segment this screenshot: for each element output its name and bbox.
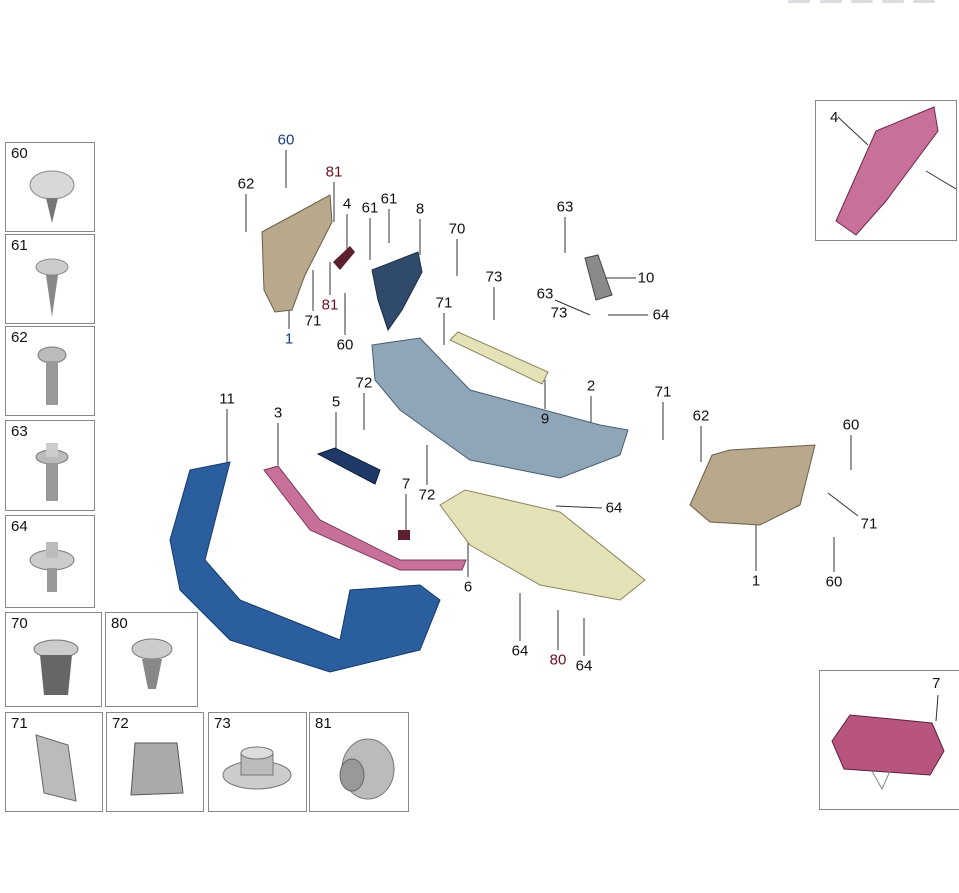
- callout[interactable]: 7: [401, 475, 411, 493]
- part-7[interactable]: [398, 530, 410, 540]
- toolbar-tab[interactable]: [882, 0, 904, 3]
- callout[interactable]: 64: [652, 306, 670, 324]
- callout[interactable]: 62: [692, 407, 710, 425]
- callout[interactable]: 2: [586, 377, 596, 395]
- part-7-detail: [831, 694, 945, 791]
- inset-clip-70[interactable]: 70: [5, 612, 102, 707]
- inset-label: 73: [214, 715, 231, 732]
- callout[interactable]: 64: [575, 657, 593, 675]
- bolt-icon: [29, 542, 75, 592]
- callout[interactable]: 9: [540, 410, 550, 428]
- callout[interactable]: 5: [331, 393, 341, 411]
- inset-bolt-63[interactable]: 63: [5, 420, 95, 511]
- cage-nut-icon: [130, 742, 184, 796]
- callout[interactable]: 63: [536, 285, 554, 303]
- inset-label: 4: [830, 109, 839, 126]
- grommet-icon: [339, 738, 395, 800]
- speed-nut-icon: [35, 734, 77, 802]
- energy-absorber[interactable]: [449, 331, 549, 385]
- inset-nut-72[interactable]: 72: [106, 712, 204, 812]
- callout[interactable]: 11: [219, 390, 235, 408]
- inset-bolt-62[interactable]: 62: [5, 326, 95, 416]
- inset-label: 72: [112, 715, 129, 732]
- screw-icon: [29, 170, 75, 223]
- inset-grommet-81[interactable]: 81: [309, 712, 409, 812]
- callout[interactable]: 71: [654, 383, 672, 401]
- callout[interactable]: 60: [842, 416, 860, 434]
- inset-label: 60: [11, 145, 28, 162]
- bolt-icon: [35, 443, 69, 501]
- callout[interactable]: 81: [321, 296, 339, 314]
- part-5[interactable]: [316, 447, 381, 485]
- clip-icon: [131, 638, 173, 689]
- detail-inset-4[interactable]: 4: [815, 100, 957, 241]
- callout[interactable]: 62: [237, 175, 255, 193]
- inset-nut-71[interactable]: 71: [5, 712, 103, 812]
- inset-screw-60[interactable]: 60: [5, 142, 95, 232]
- bracket-10[interactable]: [584, 254, 613, 301]
- toolbar-tab[interactable]: [820, 0, 842, 3]
- callout[interactable]: 72: [355, 374, 373, 392]
- part-4[interactable]: [333, 246, 355, 270]
- callout[interactable]: 61: [380, 190, 398, 208]
- callout[interactable]: 71: [860, 515, 878, 533]
- inset-label: 71: [11, 715, 28, 732]
- toolbar-tab[interactable]: [913, 0, 935, 3]
- callout[interactable]: 60: [277, 131, 295, 149]
- inset-screw-61[interactable]: 61: [5, 234, 95, 324]
- callout[interactable]: 71: [435, 294, 453, 312]
- callout[interactable]: 60: [336, 336, 354, 354]
- bumper-cover[interactable]: [169, 461, 441, 673]
- callout[interactable]: 64: [605, 499, 623, 517]
- callout[interactable]: 10: [637, 269, 655, 287]
- inset-label: 64: [11, 518, 28, 535]
- callout[interactable]: 61: [361, 199, 379, 217]
- inset-label: 7: [932, 675, 941, 692]
- toolbar-tab[interactable]: [851, 0, 873, 3]
- callout[interactable]: 70: [448, 220, 466, 238]
- callout[interactable]: 3: [273, 404, 283, 422]
- callout[interactable]: 60: [825, 573, 843, 591]
- grille-bracket[interactable]: [371, 251, 423, 332]
- callout[interactable]: 71: [304, 312, 322, 330]
- side-bracket-left[interactable]: [261, 194, 333, 313]
- upper-bumper-cover[interactable]: [371, 337, 629, 479]
- screw-icon: [35, 258, 69, 317]
- part-4-detail: [835, 106, 957, 236]
- callout[interactable]: 80: [549, 651, 567, 669]
- callout[interactable]: 72: [418, 486, 436, 504]
- callout[interactable]: 73: [550, 304, 568, 322]
- inset-label: 80: [111, 615, 128, 632]
- callout[interactable]: 73: [485, 268, 503, 286]
- inset-clip-80[interactable]: 80: [105, 612, 198, 707]
- callout[interactable]: 63: [556, 198, 574, 216]
- inset-nut-73[interactable]: 73: [208, 712, 307, 812]
- callout[interactable]: 6: [463, 578, 473, 596]
- callout[interactable]: 81: [325, 163, 343, 181]
- callout[interactable]: 1: [751, 572, 761, 590]
- callout[interactable]: 8: [415, 200, 425, 218]
- toolbar-tab[interactable]: [788, 0, 810, 3]
- bolt-icon: [37, 346, 67, 405]
- inset-label: 81: [315, 715, 332, 732]
- inset-label: 63: [11, 423, 28, 440]
- underguard[interactable]: [439, 489, 646, 601]
- inset-bolt-64[interactable]: 64: [5, 515, 95, 608]
- flange-nut-icon: [222, 746, 292, 790]
- inset-label: 61: [11, 237, 28, 254]
- inset-label: 62: [11, 329, 28, 346]
- inset-label: 70: [11, 615, 28, 632]
- callout[interactable]: 64: [511, 642, 529, 660]
- callout[interactable]: 4: [342, 195, 352, 213]
- clip-icon: [33, 639, 79, 695]
- trim-strip[interactable]: [263, 465, 467, 571]
- side-bracket-right[interactable]: [689, 444, 816, 526]
- callout[interactable]: 1: [284, 330, 294, 348]
- detail-inset-7[interactable]: 7: [819, 670, 959, 810]
